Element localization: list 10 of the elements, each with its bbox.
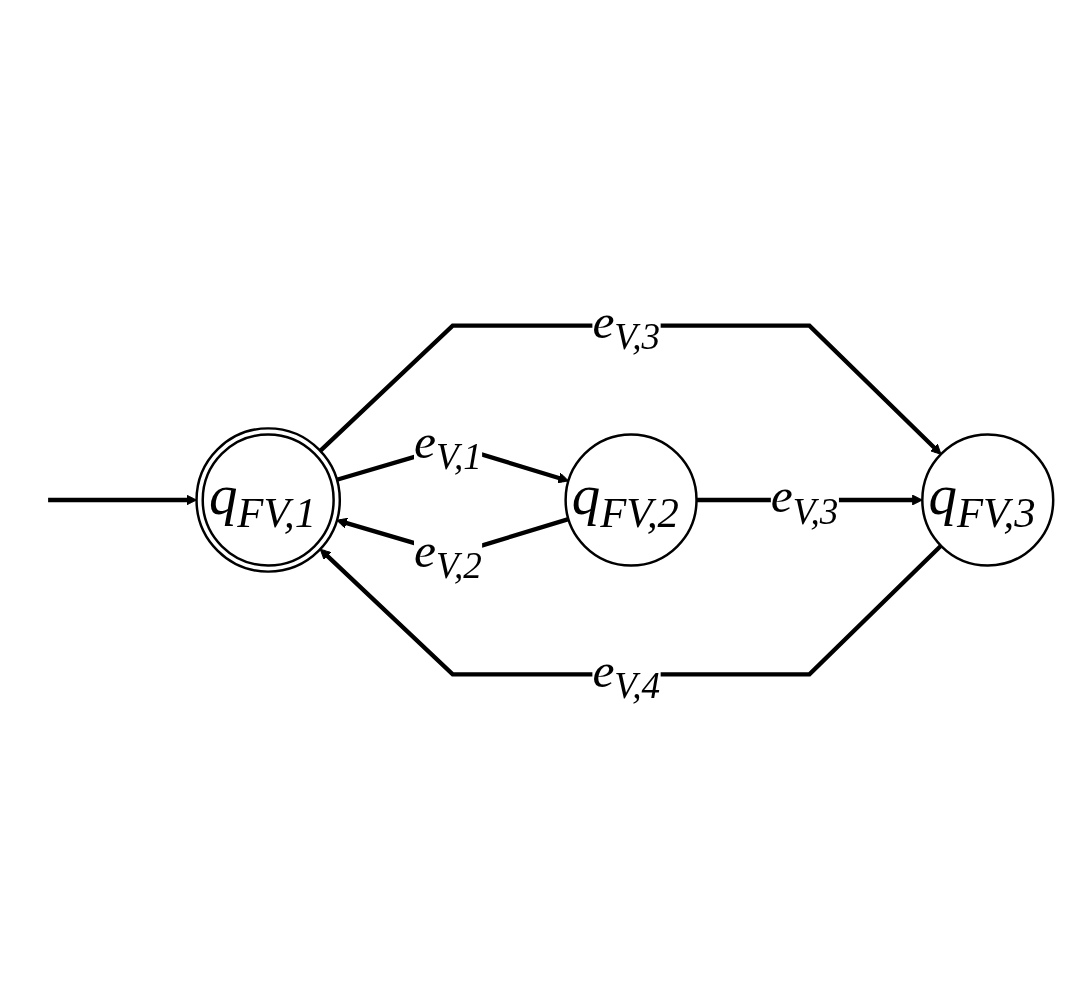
node-circle: q$_{FV,3}$ bbox=[921, 433, 1055, 567]
edge-label: e$_{V,3}$ bbox=[770, 467, 839, 531]
node-circle: q$_{FV,2}$ bbox=[564, 433, 698, 567]
edge-label: e$_{V,1}$ bbox=[414, 413, 482, 477]
arrow bbox=[319, 544, 943, 677]
edge-label: e$_{V,3}$ bbox=[592, 293, 661, 357]
node-circle: q$_{FV,1}$ bbox=[195, 427, 342, 573]
edge-label: e$_{V,2}$ bbox=[414, 522, 482, 586]
arrow bbox=[318, 323, 942, 455]
edge-label: e$_{V,4}$ bbox=[592, 642, 661, 706]
